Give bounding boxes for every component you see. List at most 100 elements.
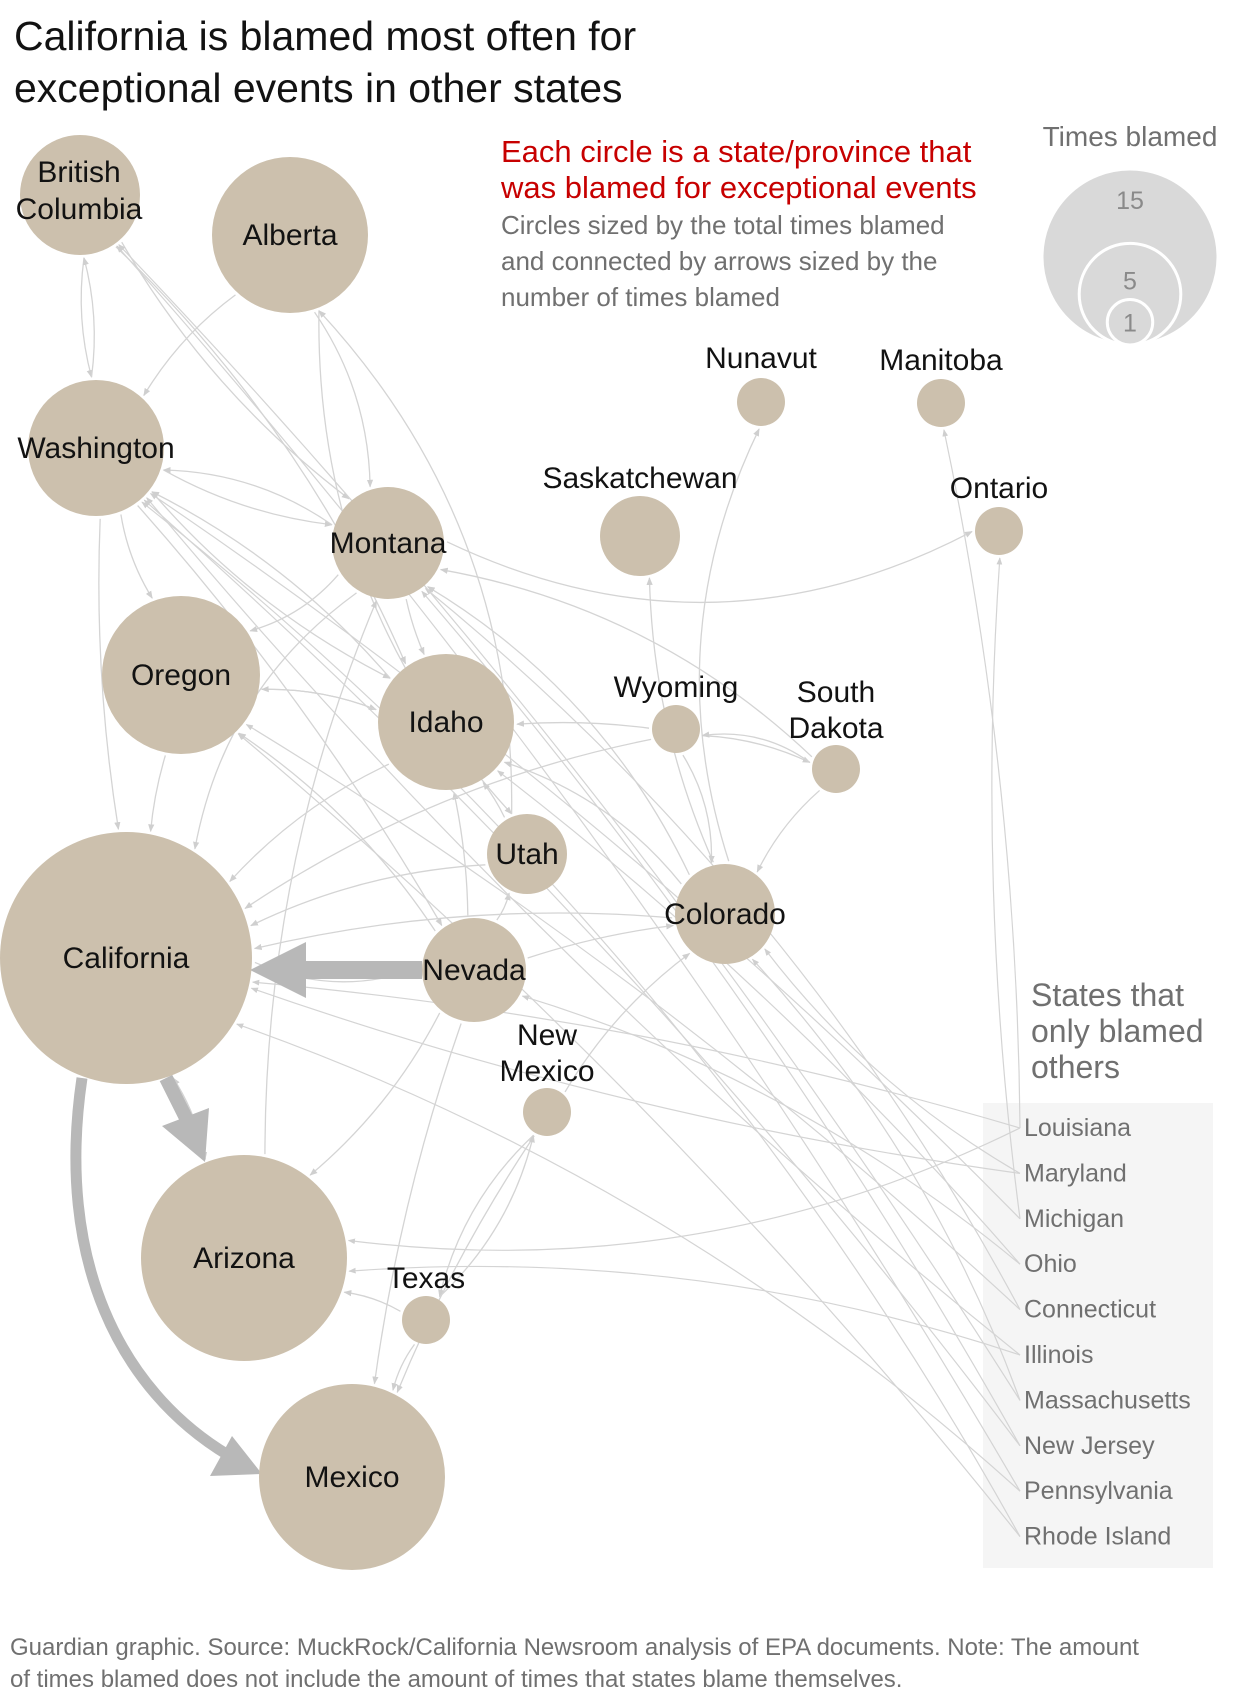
arrow-washington-to-nevada	[137, 505, 443, 927]
arrow-idaho-to-washington	[151, 491, 391, 679]
node-washington: Washington	[17, 380, 175, 516]
arrow-nevada-to-arizona	[309, 1012, 441, 1176]
node-oregon: Oregon	[102, 596, 260, 754]
only-blamed-new-jersey: New Jersey	[1024, 1432, 1155, 1460]
node-arizona: Arizona	[141, 1155, 347, 1361]
state-circles: BritishColumbiaAlbertaWashingtonMontanaO…	[0, 135, 1048, 1570]
arrow-washington-to-british-columbia	[82, 257, 95, 378]
node-label-alberta: Alberta	[242, 219, 337, 252]
arrow-south-dakota-to-wyoming	[701, 731, 811, 763]
node-circle-nunavut	[737, 378, 785, 426]
arrow-alberta-to-washington	[143, 294, 236, 397]
only-blamed-ohio: Ohio	[1024, 1250, 1077, 1278]
size-legend-label-15: 15	[1116, 187, 1144, 215]
size-legend-title: Times blamed	[1043, 121, 1218, 152]
arrow-louisiana-to-manitoba	[942, 429, 1021, 1129]
legend-description-line-1: Circles sized by the total times blamed	[501, 210, 945, 240]
arrow-colorado-to-idaho	[503, 761, 682, 885]
node-label-british-columbia: British	[37, 156, 120, 189]
arrow-nevada-to-utah	[496, 892, 511, 921]
arrow-ohio-to-idaho	[497, 770, 1021, 1265]
arrow-washington-to-idaho	[151, 491, 391, 679]
node-texas: Texas	[387, 1262, 465, 1344]
node-circle-arizona	[141, 1155, 347, 1361]
arrow-ohio-to-nevada	[521, 995, 1021, 1265]
arrow-arizona-to-montana	[264, 600, 377, 1155]
node-label-saskatchewan: Saskatchewan	[542, 462, 737, 495]
footnote-line-1: Guardian graphic. Source: MuckRock/Calif…	[10, 1634, 1139, 1661]
node-label-nunavut: Nunavut	[705, 342, 817, 375]
footnote: Guardian graphic. Source: MuckRock/Calif…	[10, 1632, 1235, 1696]
only-blamed-massachusetts: Massachusetts	[1024, 1386, 1191, 1414]
arrow-idaho-to-oregon	[260, 686, 377, 711]
arrow-louisiana-to-arizona	[347, 1127, 1021, 1251]
only-blamed-title-line-2: only blamed	[1031, 1013, 1204, 1049]
node-label-utah: Utah	[495, 838, 558, 871]
arrow-rhode-island-to-oregon	[237, 733, 1021, 1537]
node-label-nevada: Nevada	[422, 954, 526, 987]
arrow-nevada-to-idaho	[452, 791, 469, 916]
node-circle-south-dakota	[812, 745, 860, 793]
node-label-colorado: Colorado	[664, 898, 786, 931]
arrow-pennsylvania-to-california	[236, 1023, 1021, 1492]
arrow-nevada-to-oregon	[238, 732, 436, 932]
node-circle-oregon	[102, 596, 260, 754]
node-circle-texas	[402, 1296, 450, 1344]
arrow-british-columbia-to-idaho	[115, 246, 407, 665]
only-blamed-maryland: Maryland	[1024, 1159, 1127, 1187]
arrow-washington-to-oregon	[120, 514, 153, 599]
arrow-new-jersey-to-montana	[421, 590, 1021, 1447]
node-circle-ontario	[975, 507, 1023, 555]
arrow-new-mexico-to-mexico	[396, 1135, 535, 1394]
node-alberta: Alberta	[212, 157, 368, 313]
arrow-michigan-to-washington	[149, 492, 1021, 1220]
arrow-illinois-to-arizona	[348, 1265, 1021, 1356]
legend-text: Each circle is a state/province that was…	[500, 134, 977, 312]
only-blamed-panel: States that only blamed others Louisiana…	[983, 977, 1213, 1568]
node-circle-california	[0, 832, 252, 1084]
arrow-illinois-to-washington	[146, 497, 1021, 1356]
node-circle-montana	[332, 487, 444, 599]
arrow-texas-to-new-mexico	[439, 1134, 535, 1298]
arrow-massachusetts-to-british-columbia	[118, 244, 1021, 1401]
footnote-line-2: of times blamed does not include the amo…	[10, 1666, 903, 1693]
arrow-colorado-to-nunavut	[698, 428, 760, 862]
node-montana: Montana	[330, 487, 447, 599]
arrow-washington-to-montana	[163, 469, 333, 528]
node-wyoming: Wyoming	[614, 671, 738, 753]
arrow-wyoming-to-south-dakota	[702, 734, 811, 764]
node-label-ontario: Ontario	[950, 472, 1048, 505]
arrow-utah-to-california	[250, 864, 486, 927]
node-manitoba: Manitoba	[879, 344, 1003, 427]
node-label-manitoba: Manitoba	[879, 344, 1003, 377]
arrow-nevada-to-mexico	[372, 1023, 462, 1385]
arrow-wyoming-to-colorado	[682, 754, 715, 864]
arrow-south-dakota-to-colorado	[756, 789, 821, 873]
size-legend-label-5: 5	[1123, 267, 1137, 295]
node-circle-colorado	[675, 864, 775, 964]
node-label-new-mexico: Mexico	[499, 1055, 594, 1088]
arrow-texas-to-mexico	[391, 1344, 416, 1391]
node-circle-nevada	[422, 918, 526, 1022]
arrow-colorado-to-california	[253, 912, 673, 950]
only-blamed-louisiana: Louisiana	[1024, 1114, 1131, 1142]
node-mexico: Mexico	[259, 1384, 445, 1570]
node-ontario: Ontario	[950, 472, 1048, 555]
chart-title: California is blamed most often for exce…	[14, 13, 637, 111]
legend-description-line-3: number of times blamed	[501, 282, 780, 312]
node-circle-new-mexico	[523, 1088, 571, 1136]
arrow-washington-to-california	[98, 518, 121, 830]
arrow-new-mexico-to-colorado	[564, 952, 691, 1093]
arrow-idaho-to-california	[229, 763, 390, 883]
size-legend-circle-1	[1105, 298, 1155, 347]
node-nevada: Nevada	[422, 918, 526, 1022]
node-label-arizona: Arizona	[193, 1242, 295, 1275]
legend-heading-line-2: was blamed for exceptional events	[500, 170, 977, 205]
node-saskatchewan: Saskatchewan	[542, 462, 738, 576]
only-blamed-rhode-island: Rhode Island	[1024, 1523, 1171, 1551]
only-blamed-pennsylvania: Pennsylvania	[1024, 1477, 1173, 1505]
arrow-texas-to-arizona	[343, 1290, 401, 1312]
